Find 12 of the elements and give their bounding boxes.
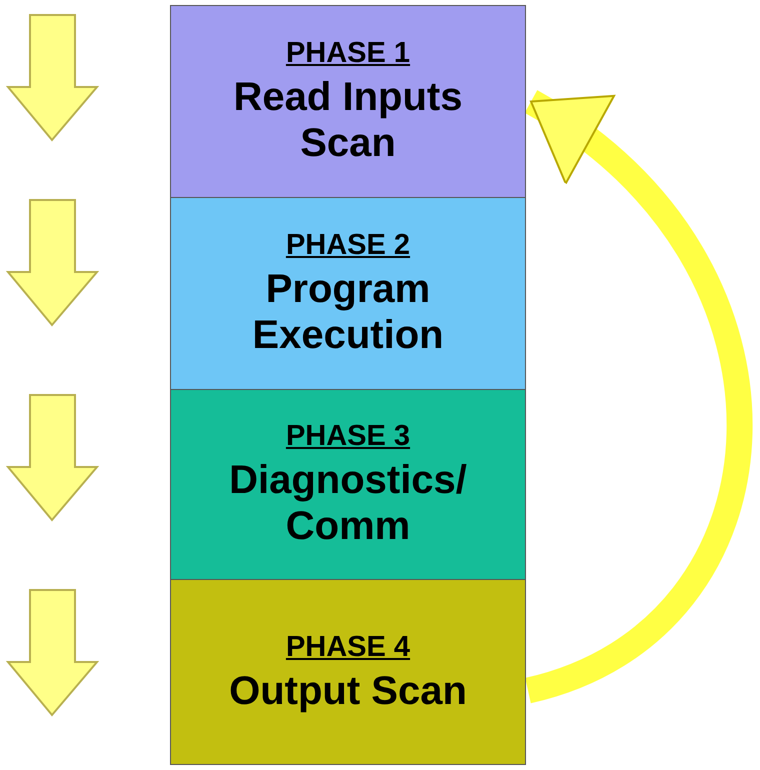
phase-heading: PHASE 2 <box>286 229 410 262</box>
phase-title: Output Scan <box>228 668 468 714</box>
phase-box <box>170 579 526 765</box>
phase-box <box>170 5 526 198</box>
phase-box <box>170 197 526 390</box>
phase-title: Program Execution <box>251 266 445 358</box>
phase-heading: PHASE 4 <box>286 630 410 664</box>
phase-title: Read Inputs Scan <box>232 74 464 166</box>
phase-heading: PHASE 3 <box>286 420 410 453</box>
phase-heading: PHASE 1 <box>286 37 410 70</box>
phase-title: Diagnostics/ Comm <box>228 457 468 549</box>
phase-box <box>170 389 526 580</box>
